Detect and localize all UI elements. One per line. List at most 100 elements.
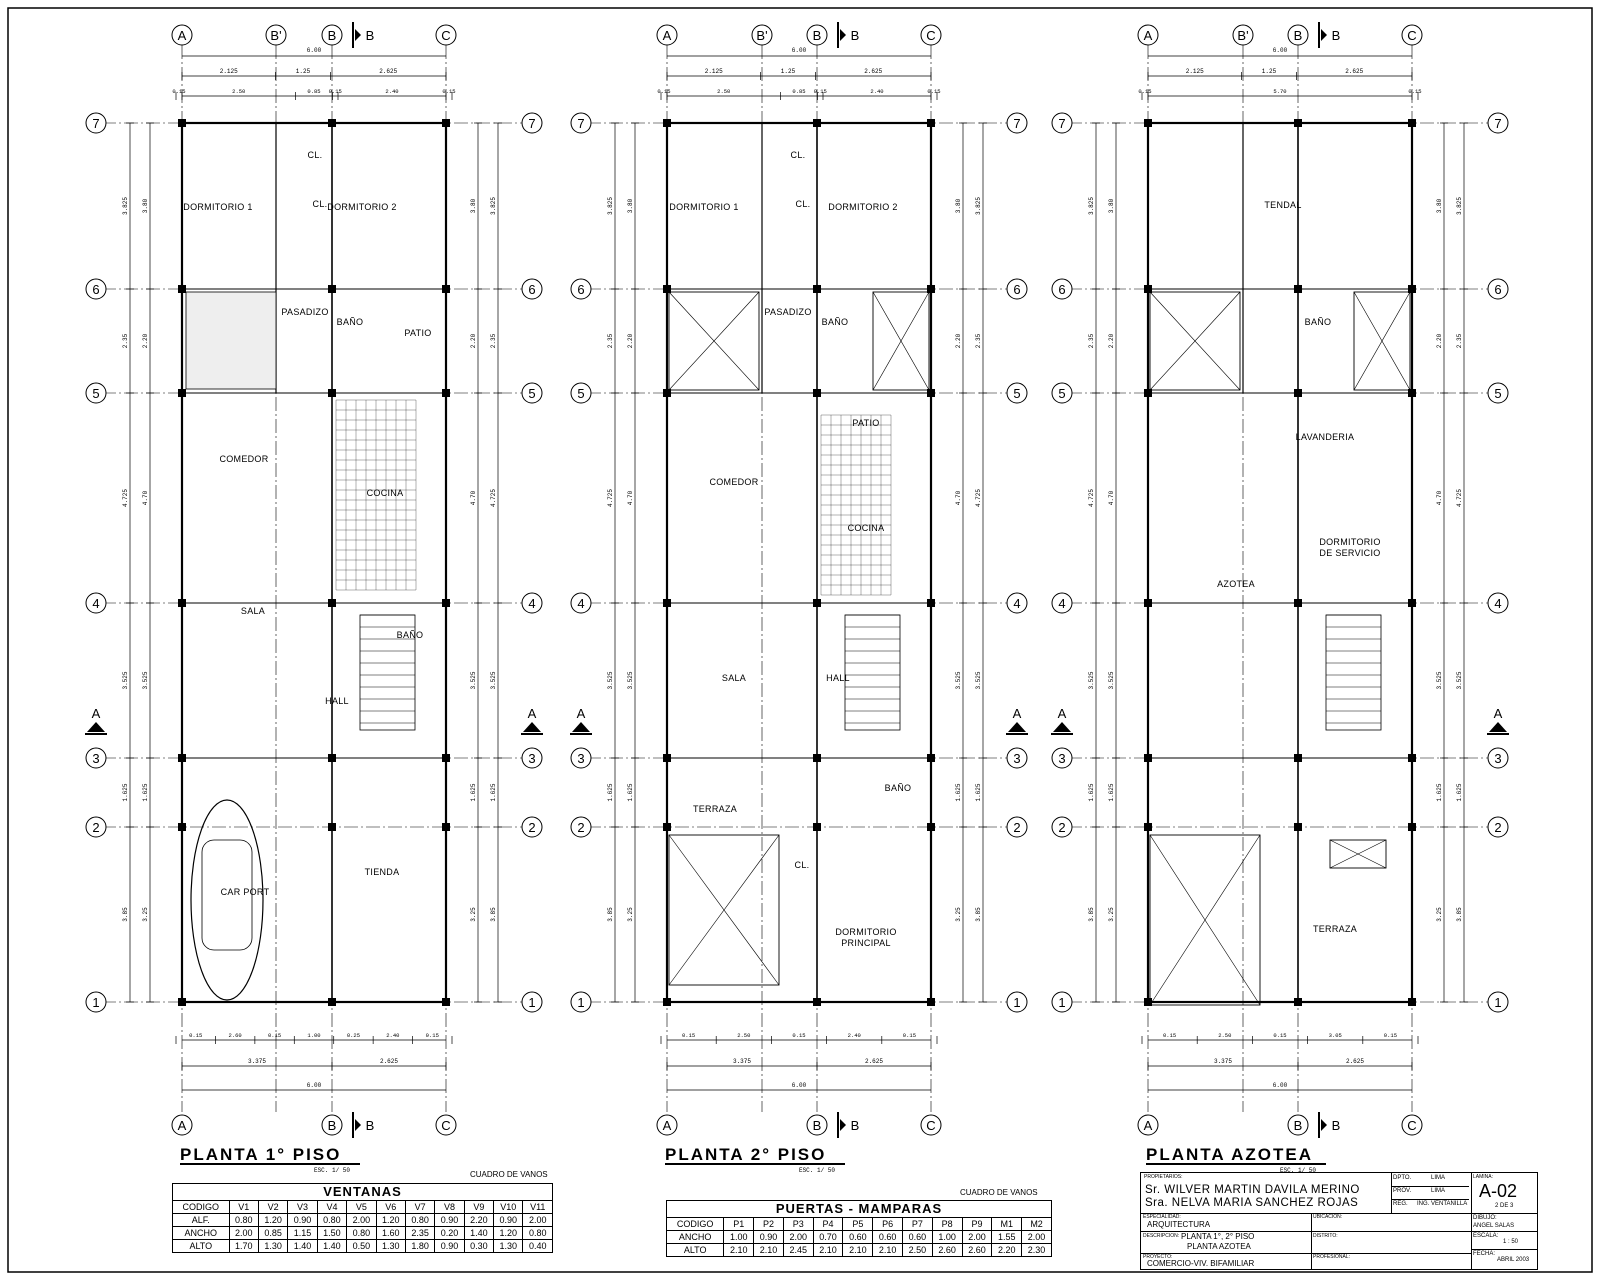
- row-bubble: [85, 991, 107, 1013]
- column-label: B: [328, 28, 337, 43]
- dimension-text-vertical: 1.625: [1456, 783, 1463, 801]
- dimension-text: 0.15: [657, 88, 670, 95]
- row-label: 2: [1058, 820, 1065, 835]
- column-label-bottom: A: [663, 1118, 672, 1133]
- void: [668, 291, 760, 391]
- table-cell: M1: [991, 1217, 1023, 1231]
- column-bubble-bottom: [1137, 1114, 1159, 1136]
- dimension-text-vertical: 3.80: [955, 198, 962, 213]
- table-cell: 0.90: [753, 1230, 784, 1244]
- table-cell: V10: [493, 1200, 524, 1214]
- column-bubble: [1401, 24, 1423, 46]
- dimension-text: 2.40: [870, 88, 883, 95]
- dimension-text-vertical: 2.35: [607, 333, 614, 348]
- row-bubble: [85, 382, 107, 404]
- dimension-text-vertical: 3.525: [122, 671, 129, 689]
- especialidad-label: ESPECIALIDAD:: [1143, 1214, 1181, 1220]
- void-diag: [872, 291, 930, 391]
- row-bubble: [521, 112, 543, 134]
- row-label: 1: [577, 995, 584, 1010]
- dimension-text-vertical: 2.20: [955, 333, 962, 348]
- dimension-text-vertical: 4.725: [607, 489, 614, 507]
- dimension-text: 0.15: [1384, 1032, 1397, 1039]
- dimension-text: 1.25: [1262, 68, 1277, 75]
- row-label: 2: [1013, 820, 1020, 835]
- table-cell: 1.30: [257, 1239, 289, 1253]
- row-bubble: [1006, 278, 1028, 300]
- table-cell: 2.00: [1021, 1230, 1052, 1244]
- row-bubble: [570, 991, 592, 1013]
- row-bubble: [521, 382, 543, 404]
- dimension-text-vertical: 1.625: [607, 783, 614, 801]
- column-label: B: [1294, 28, 1303, 43]
- dimension-text-vertical: 3.825: [490, 197, 497, 215]
- stair-outline: [1325, 614, 1382, 731]
- descripcion-label: DESCRIPCION:: [1143, 1233, 1180, 1239]
- dimension-text: 0.15: [268, 1032, 281, 1039]
- dimension-text-vertical: 3.85: [1456, 907, 1463, 922]
- car-outline: [190, 799, 264, 1001]
- row-label: 7: [1013, 116, 1020, 131]
- room-label: TIENDA: [365, 867, 400, 877]
- dimension-total: 6.00: [307, 1082, 322, 1089]
- dibujo-value: ANGEL SALAS: [1473, 1223, 1515, 1229]
- room-label: BAÑO: [337, 317, 364, 327]
- row-label: 1: [1058, 995, 1065, 1010]
- section-cut-arrow: [523, 722, 541, 732]
- dimension-text-vertical: 1.625: [975, 783, 982, 801]
- table-cell: 0.30: [463, 1239, 495, 1253]
- dimension-text-vertical: 4.725: [1456, 489, 1463, 507]
- row-bubble: [1051, 112, 1073, 134]
- row-label: 6: [528, 282, 535, 297]
- dimension-text-vertical: 2.20: [470, 333, 477, 348]
- dimension-text: 2.50: [1218, 1032, 1231, 1039]
- row-bubble: [85, 747, 107, 769]
- row-bubble: [1006, 592, 1028, 614]
- void-diag: [1149, 834, 1261, 1006]
- column-label-bottom: C: [441, 1118, 450, 1133]
- section-marker-label-bottom: B: [851, 1118, 860, 1133]
- room-label: COMEDOR: [219, 454, 268, 464]
- row-bubble: [85, 278, 107, 300]
- room-label: COMEDOR: [709, 477, 758, 487]
- room-label: TERRAZA: [1313, 924, 1357, 934]
- row-bubble: [1487, 747, 1509, 769]
- structural-column: [927, 998, 935, 1006]
- table-cell: 2.60: [961, 1243, 993, 1257]
- row-label: 1: [1013, 995, 1020, 1010]
- section-cut-arrow: [87, 722, 105, 732]
- section-marker-arrow-bottom: [1321, 1119, 1327, 1131]
- plan-title: PLANTA 2° PISO: [665, 1145, 826, 1164]
- dimension-text-vertical: 2.35: [490, 333, 497, 348]
- structural-column: [1408, 823, 1416, 831]
- stairs: [844, 614, 901, 731]
- dimension-text-vertical: 3.525: [1108, 671, 1115, 689]
- row-label: 5: [1494, 386, 1501, 401]
- section-cut-label: A: [92, 706, 101, 721]
- structural-column: [927, 119, 935, 127]
- row-bubble: [570, 382, 592, 404]
- void: [872, 291, 930, 391]
- propietarios-label: PROPIETARIOS:: [1144, 1174, 1183, 1180]
- dimension-text-vertical: 3.525: [975, 671, 982, 689]
- dimension-text: 2.625: [380, 1058, 398, 1065]
- dimension-text: 0.15: [682, 1032, 695, 1039]
- section-cut-label: A: [577, 706, 586, 721]
- row-bubble: [1051, 592, 1073, 614]
- dimension-text-vertical: 4.70: [1108, 490, 1115, 505]
- room-label: DORMITORIO 1: [183, 202, 252, 212]
- dimension-text: 2.50: [232, 88, 245, 95]
- dimension-text: 2.40: [385, 88, 398, 95]
- dimension-text-vertical: 4.725: [1088, 489, 1095, 507]
- room-label: AZOTEA: [1217, 579, 1255, 589]
- room-label: COCINA: [367, 488, 404, 498]
- row-bubble: [1006, 991, 1028, 1013]
- column-label: A: [1144, 28, 1153, 43]
- row-label: 3: [1058, 751, 1065, 766]
- dimension-text-vertical: 3.825: [607, 197, 614, 215]
- column-label: A: [178, 28, 187, 43]
- dimension-text: 0.15: [426, 1032, 439, 1039]
- row-bubble: [85, 592, 107, 614]
